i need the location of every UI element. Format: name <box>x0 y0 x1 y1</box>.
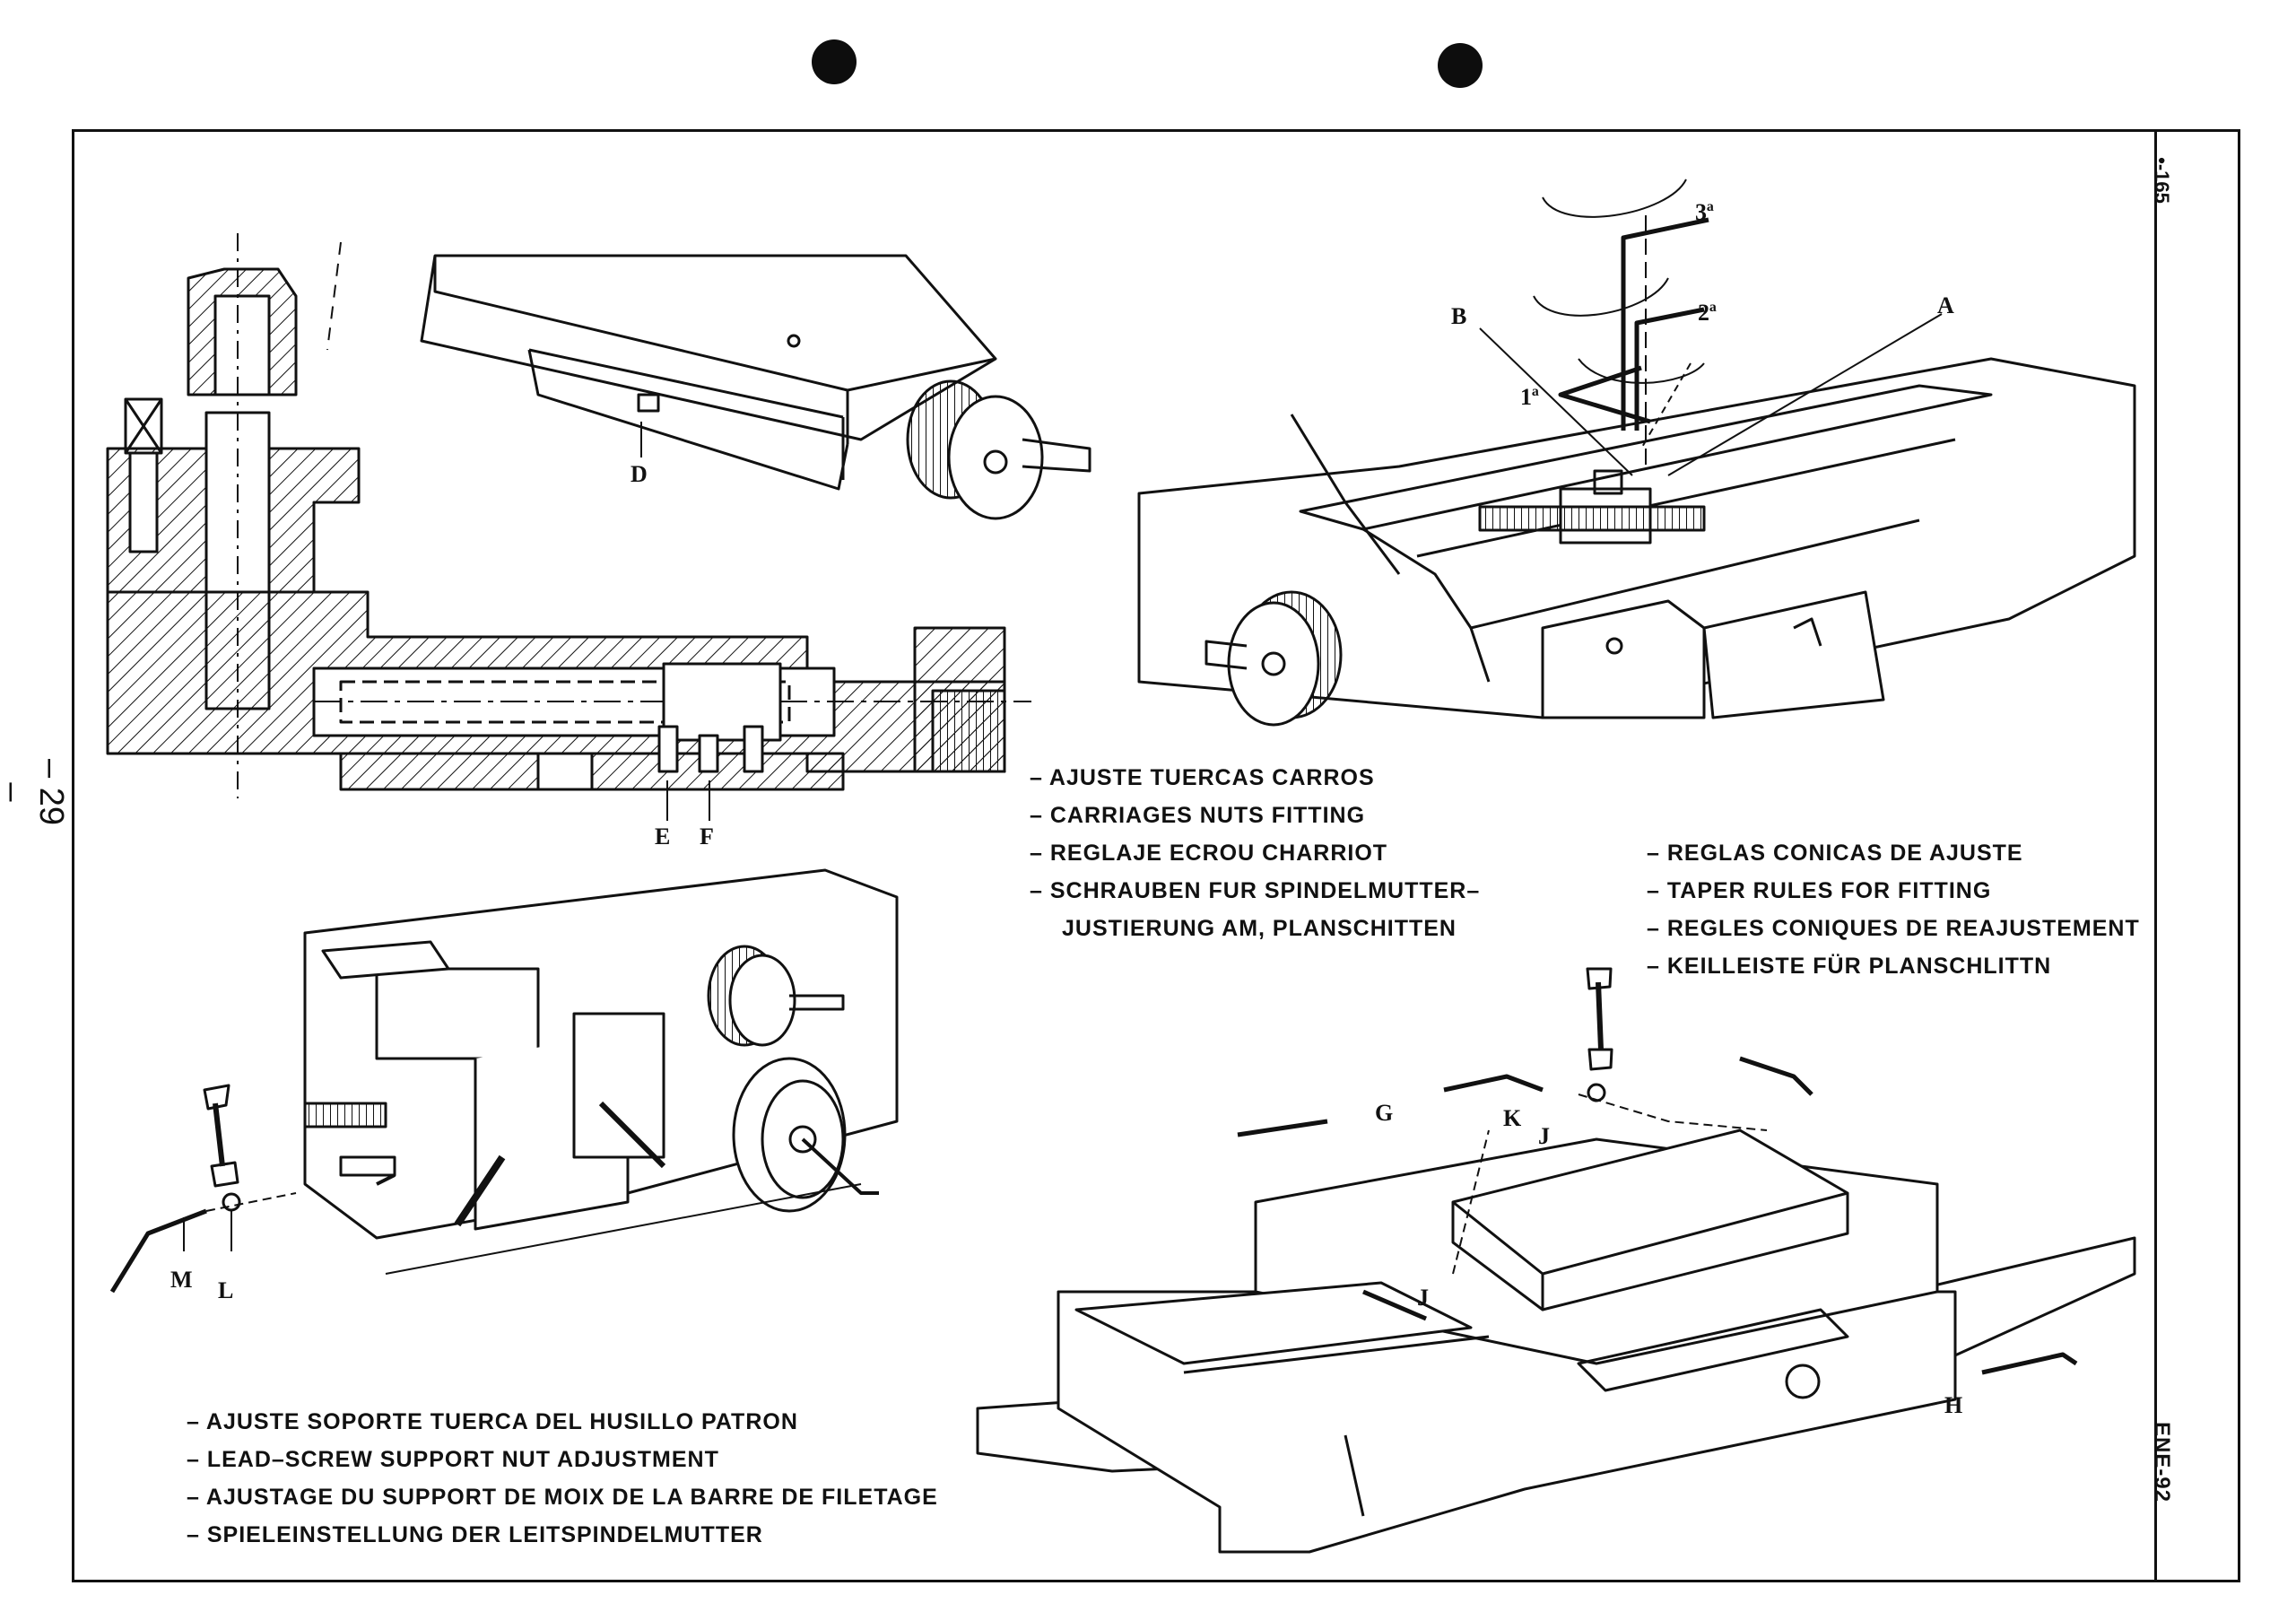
cross-slide-drawing <box>1137 179 2136 727</box>
label-step-2: 2ª <box>1698 300 1717 326</box>
caption-line: – KEILLEISTE FÜR PLANSCHLITTN <box>1647 954 2052 979</box>
apron-drawing <box>109 868 899 1294</box>
label-a: A <box>1937 292 1954 318</box>
label-m: M <box>170 1267 193 1293</box>
section-view-drawing <box>106 233 1031 821</box>
label-g: G <box>1375 1100 1394 1126</box>
binder-hole-left <box>812 39 857 84</box>
caption-lead-screw: – AJUSTE SOPORTE TUERCA DEL HUSILLO PATR… <box>187 1403 938 1554</box>
label-step-1: 1ª <box>1520 384 1539 410</box>
caption-taper-rules: – REGLAS CONICAS DE AJUSTE – TAPER RULES… <box>1647 834 2140 985</box>
label-d: D <box>631 461 648 487</box>
saddle-drawing <box>976 967 2136 1554</box>
caption-line: – LEAD–SCREW SUPPORT NUT ADJUSTMENT <box>187 1447 719 1472</box>
label-b: B <box>1451 303 1467 329</box>
binder-hole-right <box>1438 43 1483 88</box>
label-j-bottom: J <box>1417 1285 1429 1311</box>
label-e: E <box>655 823 671 850</box>
label-h: H <box>1944 1392 1963 1418</box>
caption-line: – SPIELEINSTELLUNG DER LEITSPINDELMUTTER <box>187 1522 763 1547</box>
caption-carriage-nuts: – AJUSTE TUERCAS CARROS – CARRIAGES NUTS… <box>1030 759 1480 947</box>
label-step-3: 3ª <box>1695 199 1714 225</box>
caption-line: – REGLAJE ECROU CHARRIOT <box>1030 841 1388 866</box>
caption-line: – AJUSTAGE DU SUPPORT DE MOIX DE LA BARR… <box>187 1485 938 1510</box>
caption-line: – CARRIAGES NUTS FITTING <box>1030 803 1366 828</box>
caption-line: – AJUSTE SOPORTE TUERCA DEL HUSILLO PATR… <box>187 1409 798 1434</box>
label-k: K <box>1503 1105 1522 1131</box>
page-frame <box>72 129 2240 1582</box>
caption-line: – REGLES CONIQUES DE REAJUSTEMENT <box>1647 916 2140 941</box>
caption-line: – TAPER RULES FOR FITTING <box>1647 878 1992 903</box>
right-margin-rule <box>2154 129 2157 1582</box>
caption-line: – SCHRAUBEN FUR SPINDELMUTTER– <box>1030 878 1481 903</box>
label-f: F <box>700 823 714 850</box>
caption-line: – AJUSTE TUERCAS CARROS <box>1030 765 1375 790</box>
caption-line: – REGLAS CONICAS DE AJUSTE <box>1647 841 2023 866</box>
label-j-top: J <box>1538 1123 1550 1149</box>
caption-line: JUSTIERUNG AM, PLANSCHITTEN <box>1062 916 1457 941</box>
compound-slide-drawing <box>420 254 1091 520</box>
label-l: L <box>218 1277 234 1303</box>
